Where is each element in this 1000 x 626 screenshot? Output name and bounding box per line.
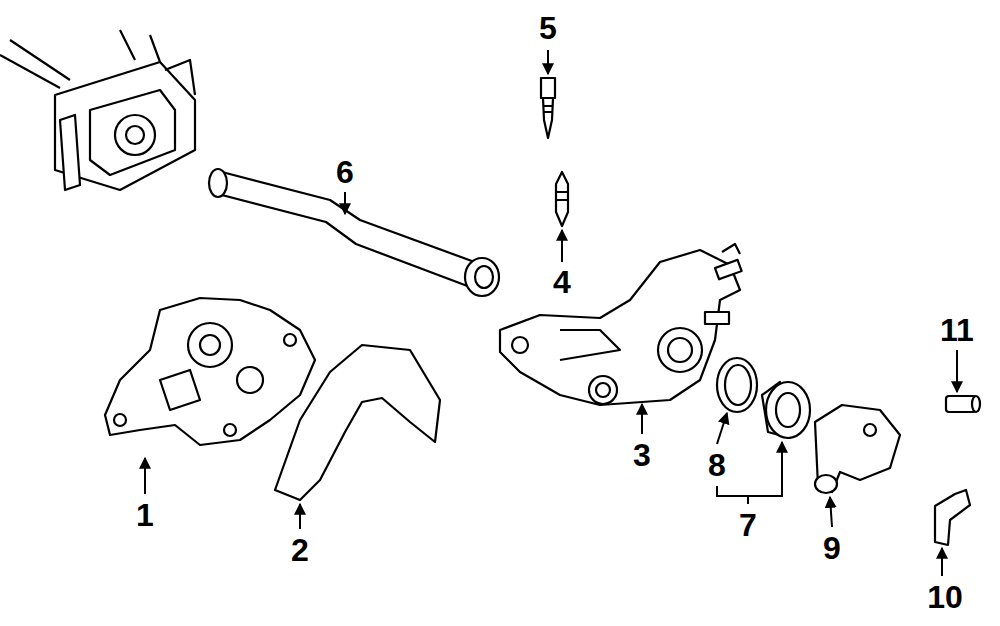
callout-number: 9 [822, 532, 842, 564]
sensor-plug [556, 172, 568, 226]
callout-number: 2 [290, 534, 310, 566]
thermostat-cover [815, 405, 900, 493]
callout-number: 4 [552, 266, 572, 298]
leader-lines [145, 50, 957, 576]
callout-number: 11 [939, 314, 975, 346]
callout-number: 6 [335, 156, 355, 188]
callout-number: 1 [135, 499, 155, 531]
water-pipe [209, 169, 499, 296]
bracket [935, 490, 970, 545]
callout-number: 10 [926, 581, 964, 613]
thermostat [762, 382, 810, 438]
callout-number: 7 [738, 509, 758, 541]
callout-number: 3 [632, 439, 652, 471]
temperature-sensor [946, 396, 980, 412]
callout-number: 8 [707, 449, 727, 481]
callout-number: 5 [538, 12, 558, 44]
water-pump [105, 298, 315, 445]
spark-plug [541, 78, 555, 138]
pump-gasket [275, 345, 440, 500]
engine-block [0, 30, 195, 190]
thermostat-housing [500, 244, 742, 405]
o-ring [717, 358, 757, 412]
